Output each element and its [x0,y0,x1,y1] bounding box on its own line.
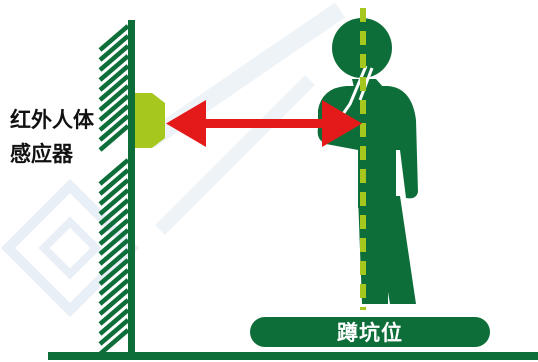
sensor-icon [135,93,165,148]
wall-hatch-line [98,198,130,226]
wall-hatch-line [98,54,130,82]
wall-hatch-line [98,218,130,246]
sensor-label-line2: 感应器 [10,142,73,166]
wall-hatch-line [98,94,130,122]
sensor-label-line1: 红外人体 [10,108,94,132]
wall-hatch-line [98,268,130,296]
wall-hatch-line [98,288,130,316]
wall-hatch-line [98,84,130,112]
wall-hatch-line [98,178,130,206]
wall-hatch-line [98,188,130,216]
pit-label-pill [250,317,490,347]
wall-hatch-line [98,24,130,52]
wall-hatch-line [98,34,130,62]
pit-label: 蹲坑位 [337,321,403,345]
wall-hatch-line [98,124,130,152]
wall-hatch-line [98,258,130,286]
sensor-label: 红外人体 感应器 [10,103,120,171]
floor-line [48,352,538,360]
wall-hatch-line [98,208,130,236]
wall-hatch-line [98,168,130,196]
wall-hatch-line [98,64,130,92]
wall-hatch-line [98,158,130,186]
person-icon [317,18,418,304]
double-arrow-icon [166,100,362,147]
wall-hatch-line [98,228,130,256]
hatched-wall-icon [98,20,135,356]
wall-hatch-line [98,308,130,336]
wall-hatch-line [98,278,130,306]
wall-hatch-line [98,74,130,102]
wall-hatch-line [98,114,130,142]
wall-hatch-line [98,104,130,132]
wall-hatch-line [98,238,130,266]
wall-hatch-line [98,248,130,276]
wall-hatch-line [98,328,130,356]
wall-hatch-line [98,298,130,326]
wall-hatch-line [98,44,130,72]
wall-hatch-line [98,318,130,346]
